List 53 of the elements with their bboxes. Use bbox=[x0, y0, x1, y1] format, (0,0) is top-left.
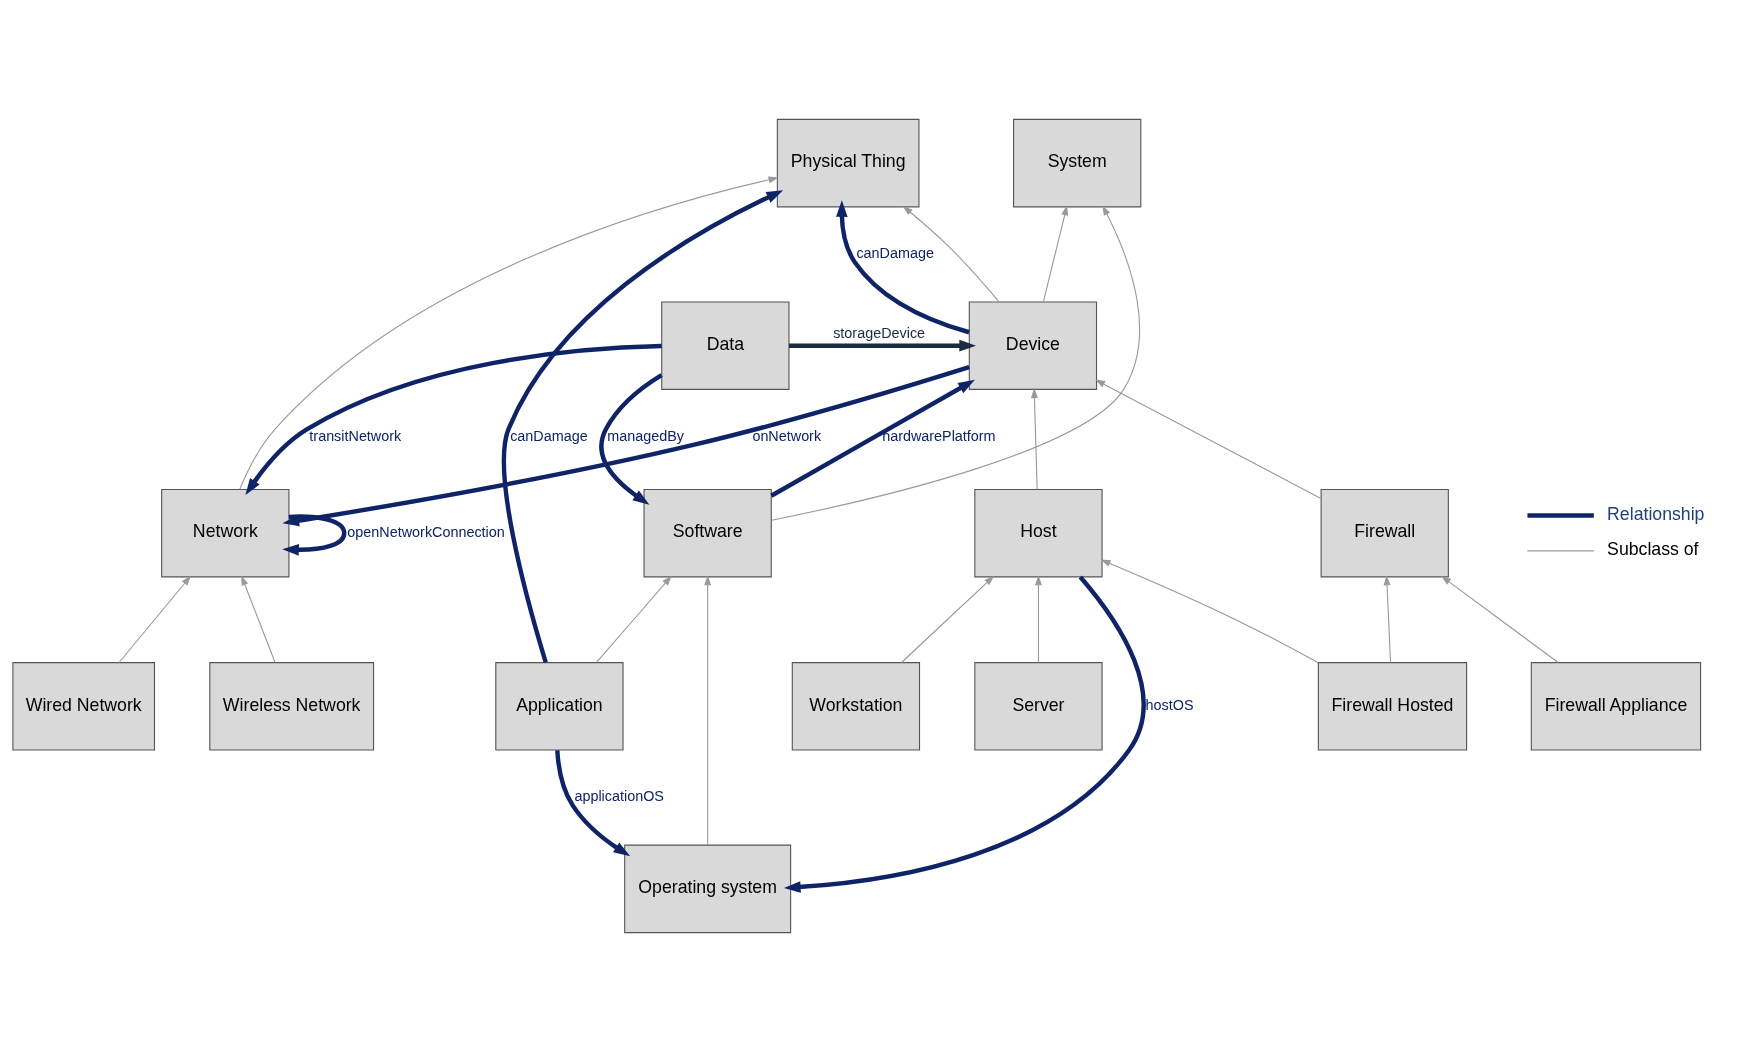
legend-label: Relationship bbox=[1607, 503, 1705, 524]
node-box: Host bbox=[974, 488, 1103, 578]
edge-label: openNetworkConnection bbox=[347, 523, 505, 540]
arrow bbox=[902, 205, 1000, 303]
edge-label: managedBy bbox=[607, 427, 685, 444]
node-box: System bbox=[1013, 118, 1142, 208]
node-box: Wireless Network bbox=[209, 662, 375, 751]
node-box: Operating system bbox=[624, 844, 792, 934]
node-box: Firewall Appliance bbox=[1530, 662, 1702, 751]
node-box: Wired Network bbox=[12, 662, 156, 751]
arrow bbox=[789, 339, 976, 352]
node-box: Workstation bbox=[791, 662, 921, 751]
arrow bbox=[1100, 559, 1319, 664]
node-box: Firewall bbox=[1320, 488, 1449, 578]
arrow bbox=[1042, 205, 1069, 303]
node-box: Physical Thing bbox=[776, 118, 920, 208]
arrow bbox=[1383, 575, 1392, 664]
node-box: Data bbox=[661, 301, 790, 390]
arrow bbox=[1441, 576, 1559, 664]
arrow bbox=[501, 190, 784, 664]
arrow bbox=[282, 514, 347, 556]
arrow bbox=[555, 750, 631, 857]
arrow bbox=[245, 343, 662, 495]
node-box: Server bbox=[974, 662, 1103, 751]
edge-label: hostOS bbox=[1145, 697, 1194, 714]
node-box: Firewall Hosted bbox=[1317, 662, 1468, 751]
edge-label: storageDevice bbox=[833, 325, 926, 342]
legend-label: Subclass of bbox=[1607, 539, 1699, 560]
edge-label: canDamage bbox=[510, 427, 588, 444]
node-box: Software bbox=[643, 488, 772, 578]
arrow bbox=[836, 200, 970, 335]
arrow bbox=[118, 575, 191, 664]
arrow bbox=[599, 373, 663, 505]
arrow bbox=[282, 365, 970, 527]
edge-label: hardwarePlatform bbox=[882, 427, 996, 444]
edge-label: transitNetwork bbox=[309, 427, 402, 444]
arrow bbox=[783, 575, 1146, 893]
node-box: Network bbox=[161, 488, 290, 578]
arrow bbox=[1095, 379, 1322, 499]
arrow bbox=[239, 176, 779, 490]
edge-label: onNetwork bbox=[752, 427, 822, 444]
node-box: Application bbox=[495, 662, 624, 751]
arrow bbox=[704, 575, 712, 846]
arrow bbox=[1034, 575, 1042, 664]
edge-label: canDamage bbox=[856, 245, 934, 262]
node-box: Device bbox=[968, 301, 1098, 390]
arrow bbox=[1030, 388, 1038, 490]
arrow bbox=[241, 575, 276, 664]
arrow bbox=[771, 205, 1141, 521]
edge-label: applicationOS bbox=[574, 788, 664, 805]
arrow bbox=[770, 379, 975, 498]
arrow bbox=[901, 575, 995, 664]
arrow bbox=[595, 575, 672, 664]
